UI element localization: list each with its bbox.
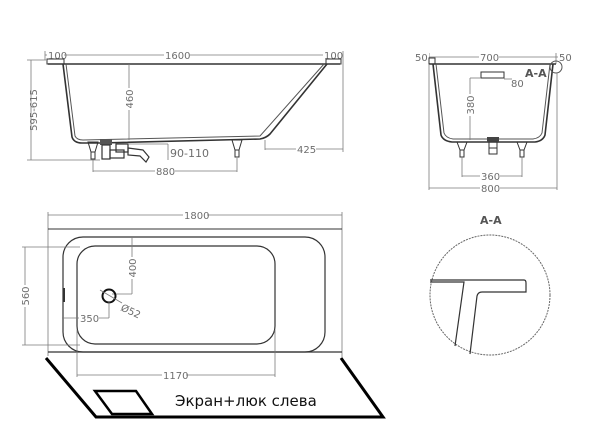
dim-top-drain-from-top: 400	[128, 258, 139, 277]
dim-side-total-height: 595-615	[29, 89, 40, 131]
side-view: 100 1600 100 595-615 460 425	[27, 50, 344, 178]
dim-side-slope-base: 425	[297, 145, 316, 156]
section-marker-label: A-A	[525, 67, 547, 80]
end-view: 50 700 50 A-A 80 380	[415, 52, 572, 195]
dim-side-right-overhang: 100	[324, 51, 343, 62]
dim-end-left-rim: 50	[415, 53, 428, 64]
dim-top-drain-from-end: 350	[80, 314, 99, 325]
dim-end-inner-width: 700	[480, 53, 499, 64]
dim-side-depth: 460	[125, 89, 136, 108]
drain-icon	[487, 137, 499, 155]
leg-icon	[231, 139, 243, 158]
dim-side-leg-span: 880	[156, 167, 175, 178]
drain-hole-icon	[101, 288, 117, 304]
dim-end-overflow: 80	[511, 79, 524, 90]
detail-title: A-A	[480, 214, 502, 227]
dim-side-left-overhang: 100	[48, 51, 67, 62]
panel-note: Экран+люк слева	[175, 392, 317, 410]
dim-top-total-width: 560	[21, 286, 32, 305]
dim-top-inner-length: 1170	[163, 371, 188, 382]
dim-top-drain-diameter: Ø52	[119, 302, 143, 322]
section-detail: A-A	[429, 214, 551, 356]
dim-end-right-rim: 50	[559, 53, 572, 64]
drain-siphon-icon	[100, 139, 150, 163]
dim-side-drain-height: 90-110	[170, 147, 209, 160]
dim-end-overflow-depth: 380	[466, 95, 477, 114]
dim-top-total-length: 1800	[184, 211, 209, 222]
leg-icon	[516, 141, 528, 158]
leg-icon	[87, 141, 99, 160]
dim-side-inner-length: 1600	[165, 51, 190, 62]
overflow-icon	[480, 71, 505, 79]
access-hatch-icon	[92, 389, 155, 416]
front-panel: Экран+люк слева	[44, 357, 386, 419]
leg-icon	[456, 141, 468, 158]
dim-end-total-width: 800	[481, 184, 500, 195]
top-view: 1800 560 400 Ø52 350 1	[20, 210, 343, 382]
dim-end-leg-span: 360	[481, 172, 500, 183]
